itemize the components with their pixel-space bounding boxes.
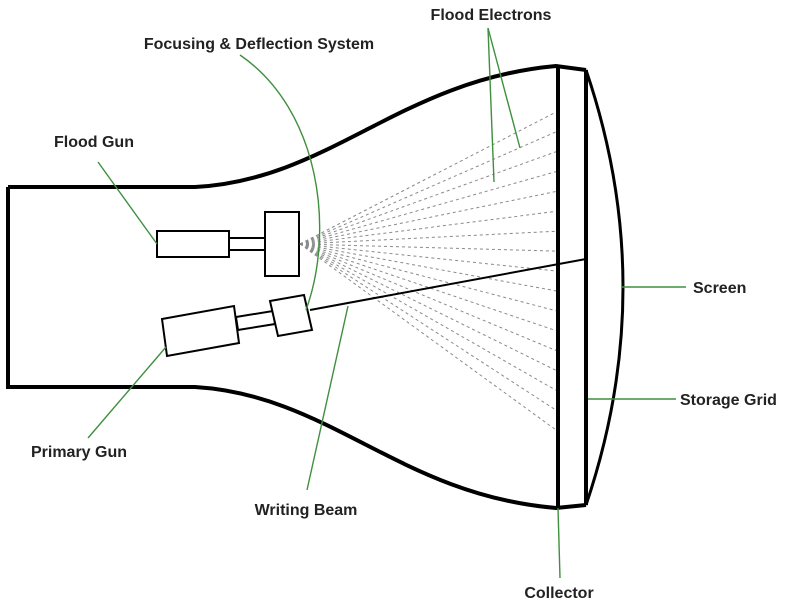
primary-gun-neck	[234, 309, 277, 332]
leader-writing-beam	[306, 305, 349, 491]
leader-flood-electrons-a	[487, 27, 495, 183]
screen-face	[584, 69, 625, 506]
flood-electron-ray	[299, 243, 557, 431]
flood-gun-neck	[228, 237, 266, 251]
label-writing-beam: Writing Beam	[255, 502, 358, 519]
flood-electron-ray	[299, 243, 557, 312]
label-flood-gun: Flood Gun	[54, 134, 134, 151]
flood-electron-ray	[299, 210, 557, 245]
leader-focusing-deflection	[239, 54, 321, 311]
tube-envelope-upper	[8, 63, 587, 189]
flood-electron-ray	[299, 230, 557, 245]
label-collector: Collector	[524, 585, 593, 602]
leader-flood-gun	[97, 161, 158, 245]
flood-electron-ray	[299, 171, 557, 245]
flood-electron-ray	[299, 243, 557, 292]
leader-flood-electrons-b	[487, 27, 521, 149]
flood-electron-ray	[299, 191, 557, 245]
leader-primary-gun	[87, 346, 167, 439]
flood-electron-ray	[299, 243, 557, 391]
label-primary-gun: Primary Gun	[31, 444, 127, 461]
flood-electron-ray	[299, 243, 557, 351]
writing-beam-line	[309, 258, 587, 311]
tube-envelope-lower	[6, 187, 587, 511]
flood-gun-body	[156, 230, 230, 258]
flood-electron-ray	[299, 131, 557, 245]
flood-electron-rays	[299, 111, 557, 431]
leader-collector	[557, 507, 561, 579]
flood-electron-ray	[299, 151, 557, 245]
flood-electron-ray	[299, 243, 557, 411]
label-storage-grid: Storage Grid	[680, 392, 777, 409]
label-screen: Screen	[693, 280, 746, 297]
flood-electron-ray	[299, 111, 557, 245]
primary-gun-body	[160, 304, 241, 358]
primary-gun-head	[268, 293, 314, 338]
flood-electron-ray	[299, 243, 557, 272]
label-focusing-deflection: Focusing & Deflection System	[144, 36, 374, 53]
flood-gun-head	[264, 211, 300, 277]
flood-electron-ray	[299, 243, 557, 252]
leader-lines	[87, 27, 686, 579]
label-flood-electrons: Flood Electrons	[431, 7, 552, 24]
